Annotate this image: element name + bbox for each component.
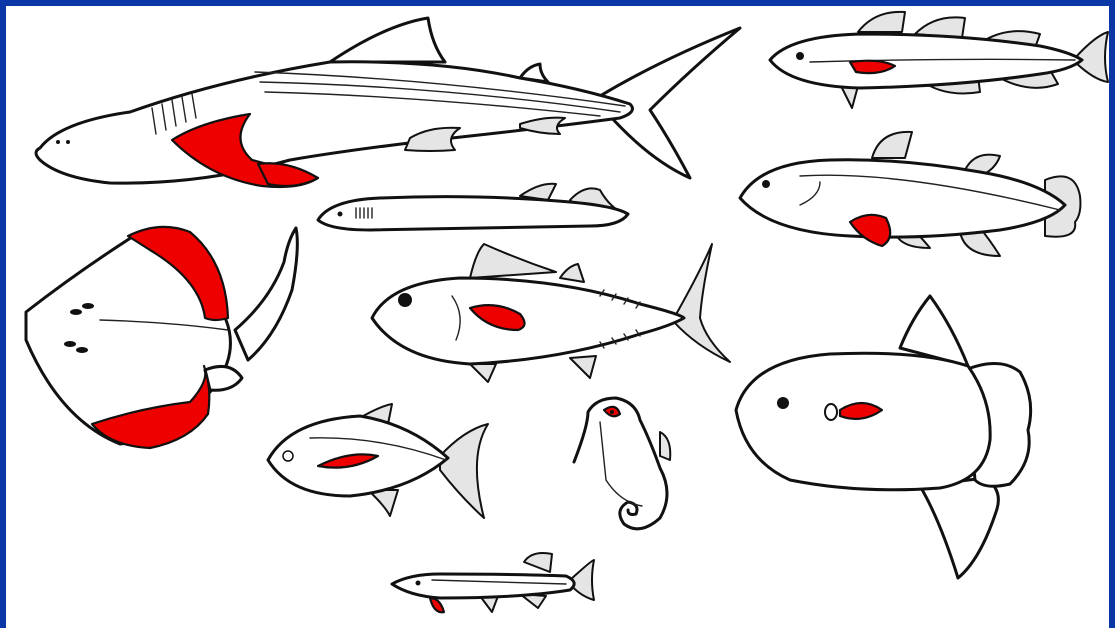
stingray-icon [26,227,297,448]
illustration-panel [6,6,1109,628]
pompano-icon [268,404,488,518]
fish-pectoral-fin-illustration [6,6,1109,628]
tuna-icon [372,244,730,382]
seahorse-icon [574,398,670,529]
lamprey-icon [318,184,628,230]
pike-icon [392,553,594,612]
shark-icon [36,18,740,187]
coelacanth-icon [740,132,1080,256]
cod-icon [770,12,1108,108]
sunfish-icon [736,296,1031,578]
